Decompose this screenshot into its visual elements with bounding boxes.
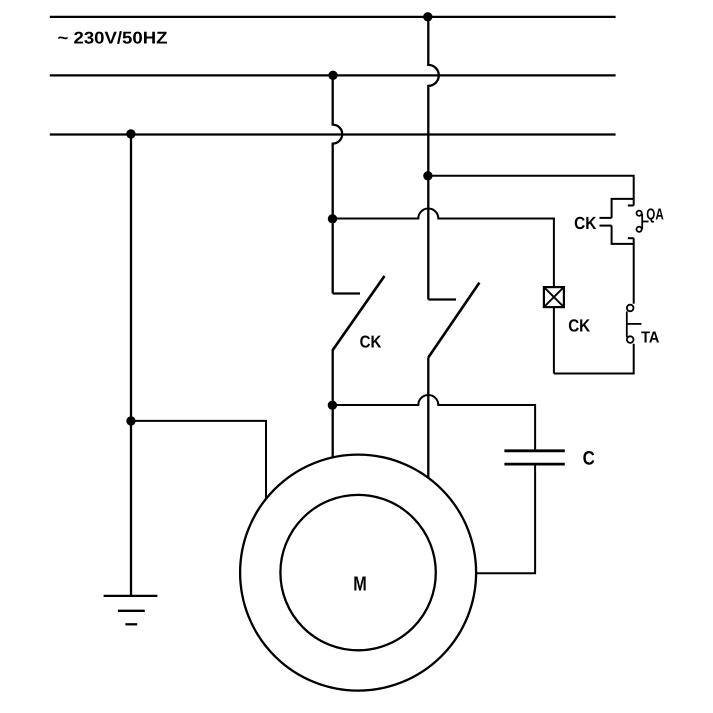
svg-text:M: M: [353, 573, 367, 595]
svg-text:CK: CK: [360, 332, 382, 352]
svg-text:CK: CK: [568, 316, 590, 336]
svg-text:C: C: [583, 448, 595, 469]
svg-text:CK: CK: [574, 213, 596, 233]
svg-text:QA: QA: [646, 206, 664, 223]
svg-text:~ 230V/50HZ: ~ 230V/50HZ: [58, 29, 168, 48]
svg-text:TA: TA: [641, 330, 660, 347]
